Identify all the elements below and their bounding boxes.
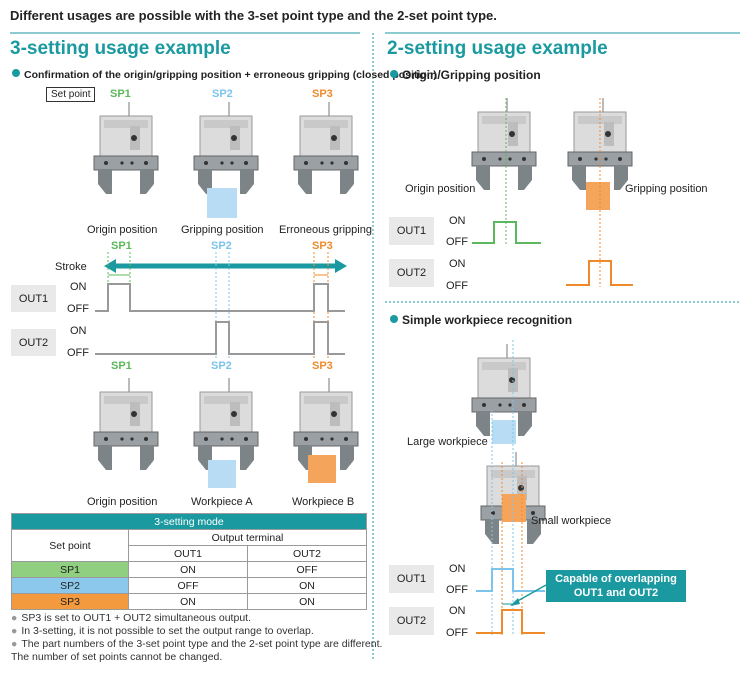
sp2-label-top: SP2	[212, 88, 233, 100]
table-subheader-row: OUT1 OUT2	[12, 545, 368, 562]
large-workpiece-caption: Large workpiece	[407, 436, 488, 448]
right-out1-off: OFF	[446, 236, 468, 248]
note-4: The number of set points cannot be chang…	[11, 651, 223, 663]
right2-out2-off: OFF	[446, 627, 468, 639]
table-col-output: Output terminal	[128, 529, 367, 546]
left-out2-box: OUT2	[11, 329, 56, 356]
right-out2-off: OFF	[446, 280, 468, 292]
note-text: SP3 is set to OUT1 + OUT2 simultaneous o…	[21, 612, 251, 624]
table-header-row: Set point Output terminal	[11, 529, 367, 562]
right-sub1-text: Origin/Gripping position	[402, 68, 541, 82]
caption-erroneous-top: Erroneous gripping	[279, 224, 372, 236]
sp3-label: SP3	[312, 240, 333, 252]
right-sub2-text: Simple workpiece recognition	[402, 313, 573, 327]
note-text: The part numbers of the 3-set point type…	[21, 638, 383, 650]
right2-out1-on: ON	[449, 563, 466, 575]
table-cell-sp: SP2	[11, 577, 129, 594]
bullet-icon	[12, 69, 20, 77]
right-origin-caption: Origin position	[405, 183, 476, 195]
left-subtitle-text: Confirmation of the origin/gripping posi…	[24, 69, 437, 81]
left-out1-on: ON	[70, 281, 87, 293]
table-cell-out1: ON	[128, 593, 248, 610]
page-header: Different usages are possible with the 3…	[10, 8, 497, 23]
right2-out2-box: OUT2	[389, 607, 434, 635]
caption-origin-bottom: Origin position	[87, 496, 158, 508]
bullet-icon	[390, 70, 398, 78]
caption-workpiece-a: Workpiece A	[191, 496, 253, 508]
note-bullet: ●	[11, 638, 18, 650]
right2-out2-on: ON	[449, 605, 466, 617]
note-3: ●The part numbers of the 3-set point typ…	[11, 638, 382, 650]
table-row: SP1 ON OFF	[11, 561, 368, 578]
sp2-label-bottom: SP2	[211, 360, 232, 372]
note-2: ●In 3-setting, it is not possible to set…	[11, 625, 314, 637]
stroke-label: Stroke	[55, 261, 87, 273]
right-gripping-caption: Gripping position	[625, 183, 708, 195]
note-1: ●SP3 is set to OUT1 + OUT2 simultaneous …	[11, 612, 251, 624]
left-out2-off: OFF	[67, 347, 89, 359]
right-sub1: Origin/Gripping position	[390, 68, 541, 82]
right-title: 2-setting usage example	[387, 38, 608, 59]
sp2-label: SP2	[211, 240, 232, 252]
caption-workpiece-b: Workpiece B	[292, 496, 355, 508]
set-point-box: Set point	[46, 87, 96, 102]
right-sub2: Simple workpiece recognition	[390, 313, 572, 327]
right-out1-box: OUT1	[389, 217, 434, 245]
sp3-label-bottom: SP3	[312, 360, 333, 372]
right-out1-on: ON	[449, 215, 466, 227]
right2-out1-box: OUT1	[389, 565, 434, 593]
sp1-label-bottom: SP1	[111, 360, 132, 372]
caption-origin-top: Origin position	[87, 224, 158, 236]
table-cell-sp: SP3	[11, 593, 129, 610]
left-out2-on: ON	[70, 325, 87, 337]
left-out1-box: OUT1	[11, 285, 56, 312]
table-title-row: 3-setting mode	[11, 513, 367, 530]
table-cell-out2: ON	[246, 593, 368, 610]
table-title: 3-setting mode	[11, 513, 367, 530]
sp1-label-top: SP1	[110, 88, 131, 100]
left-out1-off: OFF	[67, 303, 89, 315]
bullet-icon	[390, 315, 398, 323]
right-out2-box: OUT2	[389, 259, 434, 287]
sp1-label: SP1	[111, 240, 132, 252]
left-title: 3-setting usage example	[10, 38, 231, 59]
left-subtitle: Confirmation of the origin/gripping posi…	[12, 69, 437, 81]
table-col-set-point: Set point	[11, 529, 129, 562]
caption-gripping-top: Gripping position	[181, 224, 264, 236]
right-out2-on: ON	[449, 258, 466, 270]
table-row: SP3 ON ON	[11, 593, 368, 610]
right2-out1-off: OFF	[446, 584, 468, 596]
small-workpiece-caption: Small workpiece	[531, 515, 612, 527]
overlap-callout: Capable of overlapping OUT1 and OUT2	[546, 570, 686, 602]
sp3-label-top: SP3	[312, 88, 333, 100]
note-bullet: ●	[11, 625, 18, 637]
three-setting-table: 3-setting mode Set point Output terminal…	[11, 513, 368, 610]
note-bullet: ●	[11, 612, 18, 624]
note-text: In 3-setting, it is not possible to set …	[21, 625, 314, 637]
table-row: SP2 OFF ON	[11, 577, 368, 594]
